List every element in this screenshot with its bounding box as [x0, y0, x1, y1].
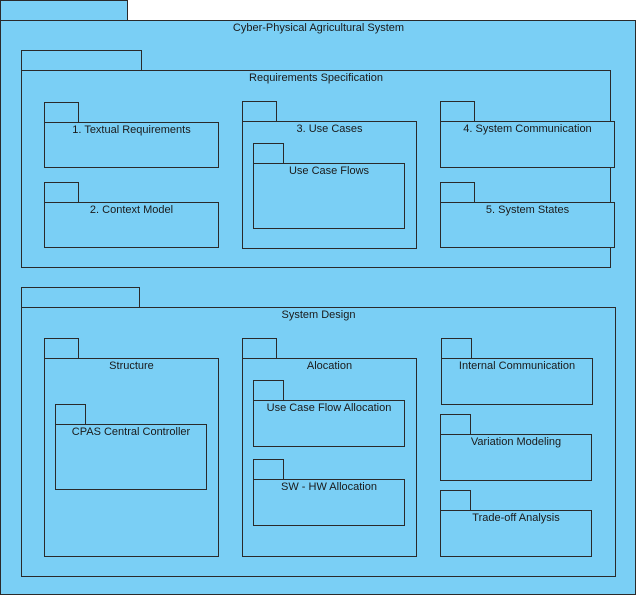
package-variation-modeling[interactable]: Variation Modeling: [440, 414, 592, 481]
package-title: Use Case Flow Allocation: [266, 402, 392, 414]
package-title: Variation Modeling: [470, 436, 562, 448]
package-title: Trade-off Analysis: [472, 512, 560, 524]
package-internal-communication[interactable]: Internal Communication: [441, 338, 593, 405]
package-tab: [44, 182, 79, 203]
package-tab: [242, 101, 277, 122]
package-title: Internal Communication: [458, 360, 576, 372]
package-use-case-flow-allocation[interactable]: Use Case Flow Allocation: [253, 380, 405, 447]
package-tab: [441, 338, 472, 359]
package-body: [55, 424, 207, 490]
package-title: Cyber-Physical Agricultural System: [232, 22, 405, 34]
package-title: 1. Textual Requirements: [72, 124, 191, 136]
package-title: 3. Use Cases: [296, 123, 363, 135]
package-title: System Design: [281, 309, 356, 321]
package-tab: [21, 287, 140, 308]
package-title: Use Case Flows: [288, 165, 370, 177]
package-title: Alocation: [306, 360, 353, 372]
package-tab: [440, 490, 471, 511]
package-body: [253, 163, 405, 229]
package-title: 5. System States: [485, 204, 570, 216]
package-tab: [55, 404, 86, 425]
package-sw-hw-allocation[interactable]: SW - HW Allocation: [253, 459, 405, 526]
package-cpas-central-controller[interactable]: CPAS Central Controller: [55, 404, 207, 490]
package-tab: [253, 143, 284, 164]
package-body: [440, 121, 615, 168]
package-title: 2. Context Model: [89, 204, 174, 216]
package-body: [440, 202, 615, 248]
package-title: Requirements Specification: [249, 72, 383, 84]
package-tab: [21, 50, 142, 71]
package-title: Structure: [109, 360, 154, 372]
package-body: [440, 434, 592, 481]
package-system-communication[interactable]: 4. System Communication: [440, 101, 615, 168]
package-tab: [44, 102, 79, 123]
package-tradeoff-analysis[interactable]: Trade-off Analysis: [440, 490, 592, 557]
package-tab: [440, 101, 475, 122]
package-body: [441, 358, 593, 405]
package-body: [44, 122, 219, 168]
package-body: [253, 400, 405, 447]
package-body: [440, 510, 592, 557]
package-body: [44, 202, 219, 248]
package-title: SW - HW Allocation: [281, 481, 377, 493]
package-tab: [440, 182, 475, 203]
package-use-case-flows[interactable]: Use Case Flows: [253, 143, 405, 229]
package-tab: [44, 338, 79, 359]
package-tab: [0, 0, 128, 21]
package-tab: [253, 380, 284, 401]
package-context-model[interactable]: 2. Context Model: [44, 182, 219, 248]
package-title: 4. System Communication: [463, 123, 592, 135]
package-tab: [242, 338, 277, 359]
package-body: [253, 479, 405, 526]
package-textual-requirements[interactable]: 1. Textual Requirements: [44, 102, 219, 168]
package-system-states[interactable]: 5. System States: [440, 182, 615, 248]
package-title: CPAS Central Controller: [71, 426, 191, 438]
package-tab: [253, 459, 284, 480]
package-tab: [440, 414, 471, 435]
